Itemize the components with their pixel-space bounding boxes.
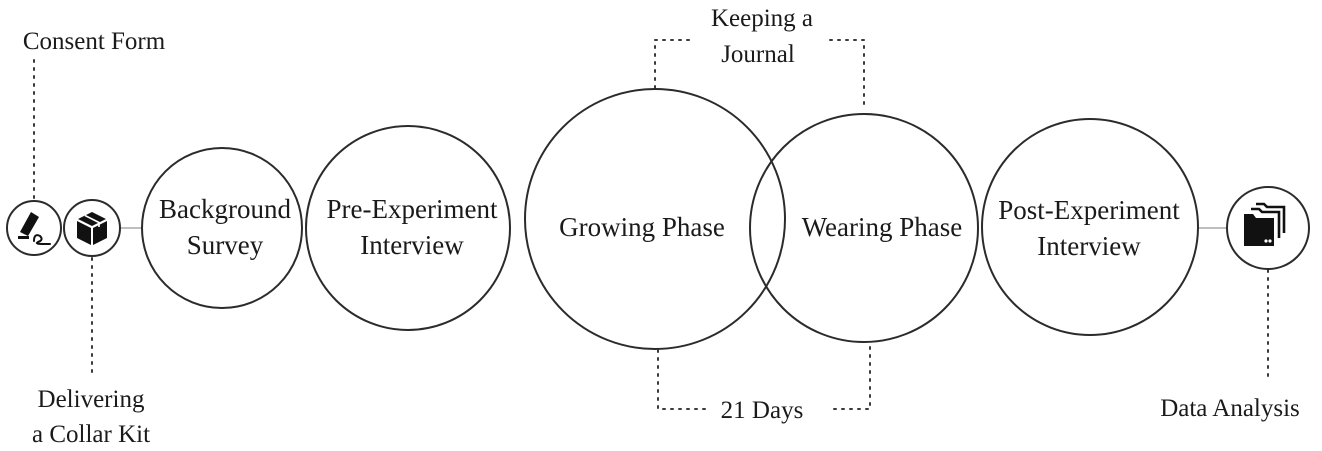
background-survey-label-line2: Survey — [187, 230, 264, 260]
pre-experiment-label-line1: Pre-Experiment — [327, 194, 498, 224]
wearing-phase-circle — [749, 113, 979, 343]
pre-experiment-label-line2: Interview — [360, 230, 464, 260]
background-survey-label-line1: Background — [159, 194, 291, 224]
journal-leader-left — [654, 39, 693, 89]
duration-leader-left — [657, 349, 709, 410]
delivering-label-line1: Delivering — [38, 386, 145, 413]
consent-form-circle — [6, 200, 62, 256]
duration-label: 21 Days — [721, 397, 804, 424]
delivering-label-line2: a Collar Kit — [32, 421, 150, 448]
journal-leader-right — [829, 39, 865, 111]
journal-label-line2: Journal — [721, 41, 795, 68]
delivering-kit-circle — [63, 199, 121, 257]
signature-icon — [18, 212, 51, 245]
post-experiment-interview-circle — [981, 118, 1199, 336]
growing-phase-circle — [524, 88, 786, 350]
data-analysis-label: Data Analysis — [1160, 395, 1300, 422]
wearing-phase-label: Wearing Phase — [802, 212, 963, 242]
package-box-icon — [77, 212, 107, 245]
growing-phase-label: Growing Phase — [559, 212, 725, 242]
post-experiment-label-line2: Interview — [1037, 231, 1141, 261]
journal-label-line1: Keeping a — [711, 5, 813, 32]
consent-form-label: Consent Form — [23, 28, 166, 55]
background-survey-circle — [141, 147, 303, 309]
post-experiment-label-line1: Post-Experiment — [998, 195, 1180, 225]
pre-experiment-interview-circle — [305, 125, 511, 331]
folders-icon — [1244, 202, 1286, 246]
duration-leader-right — [833, 345, 871, 410]
